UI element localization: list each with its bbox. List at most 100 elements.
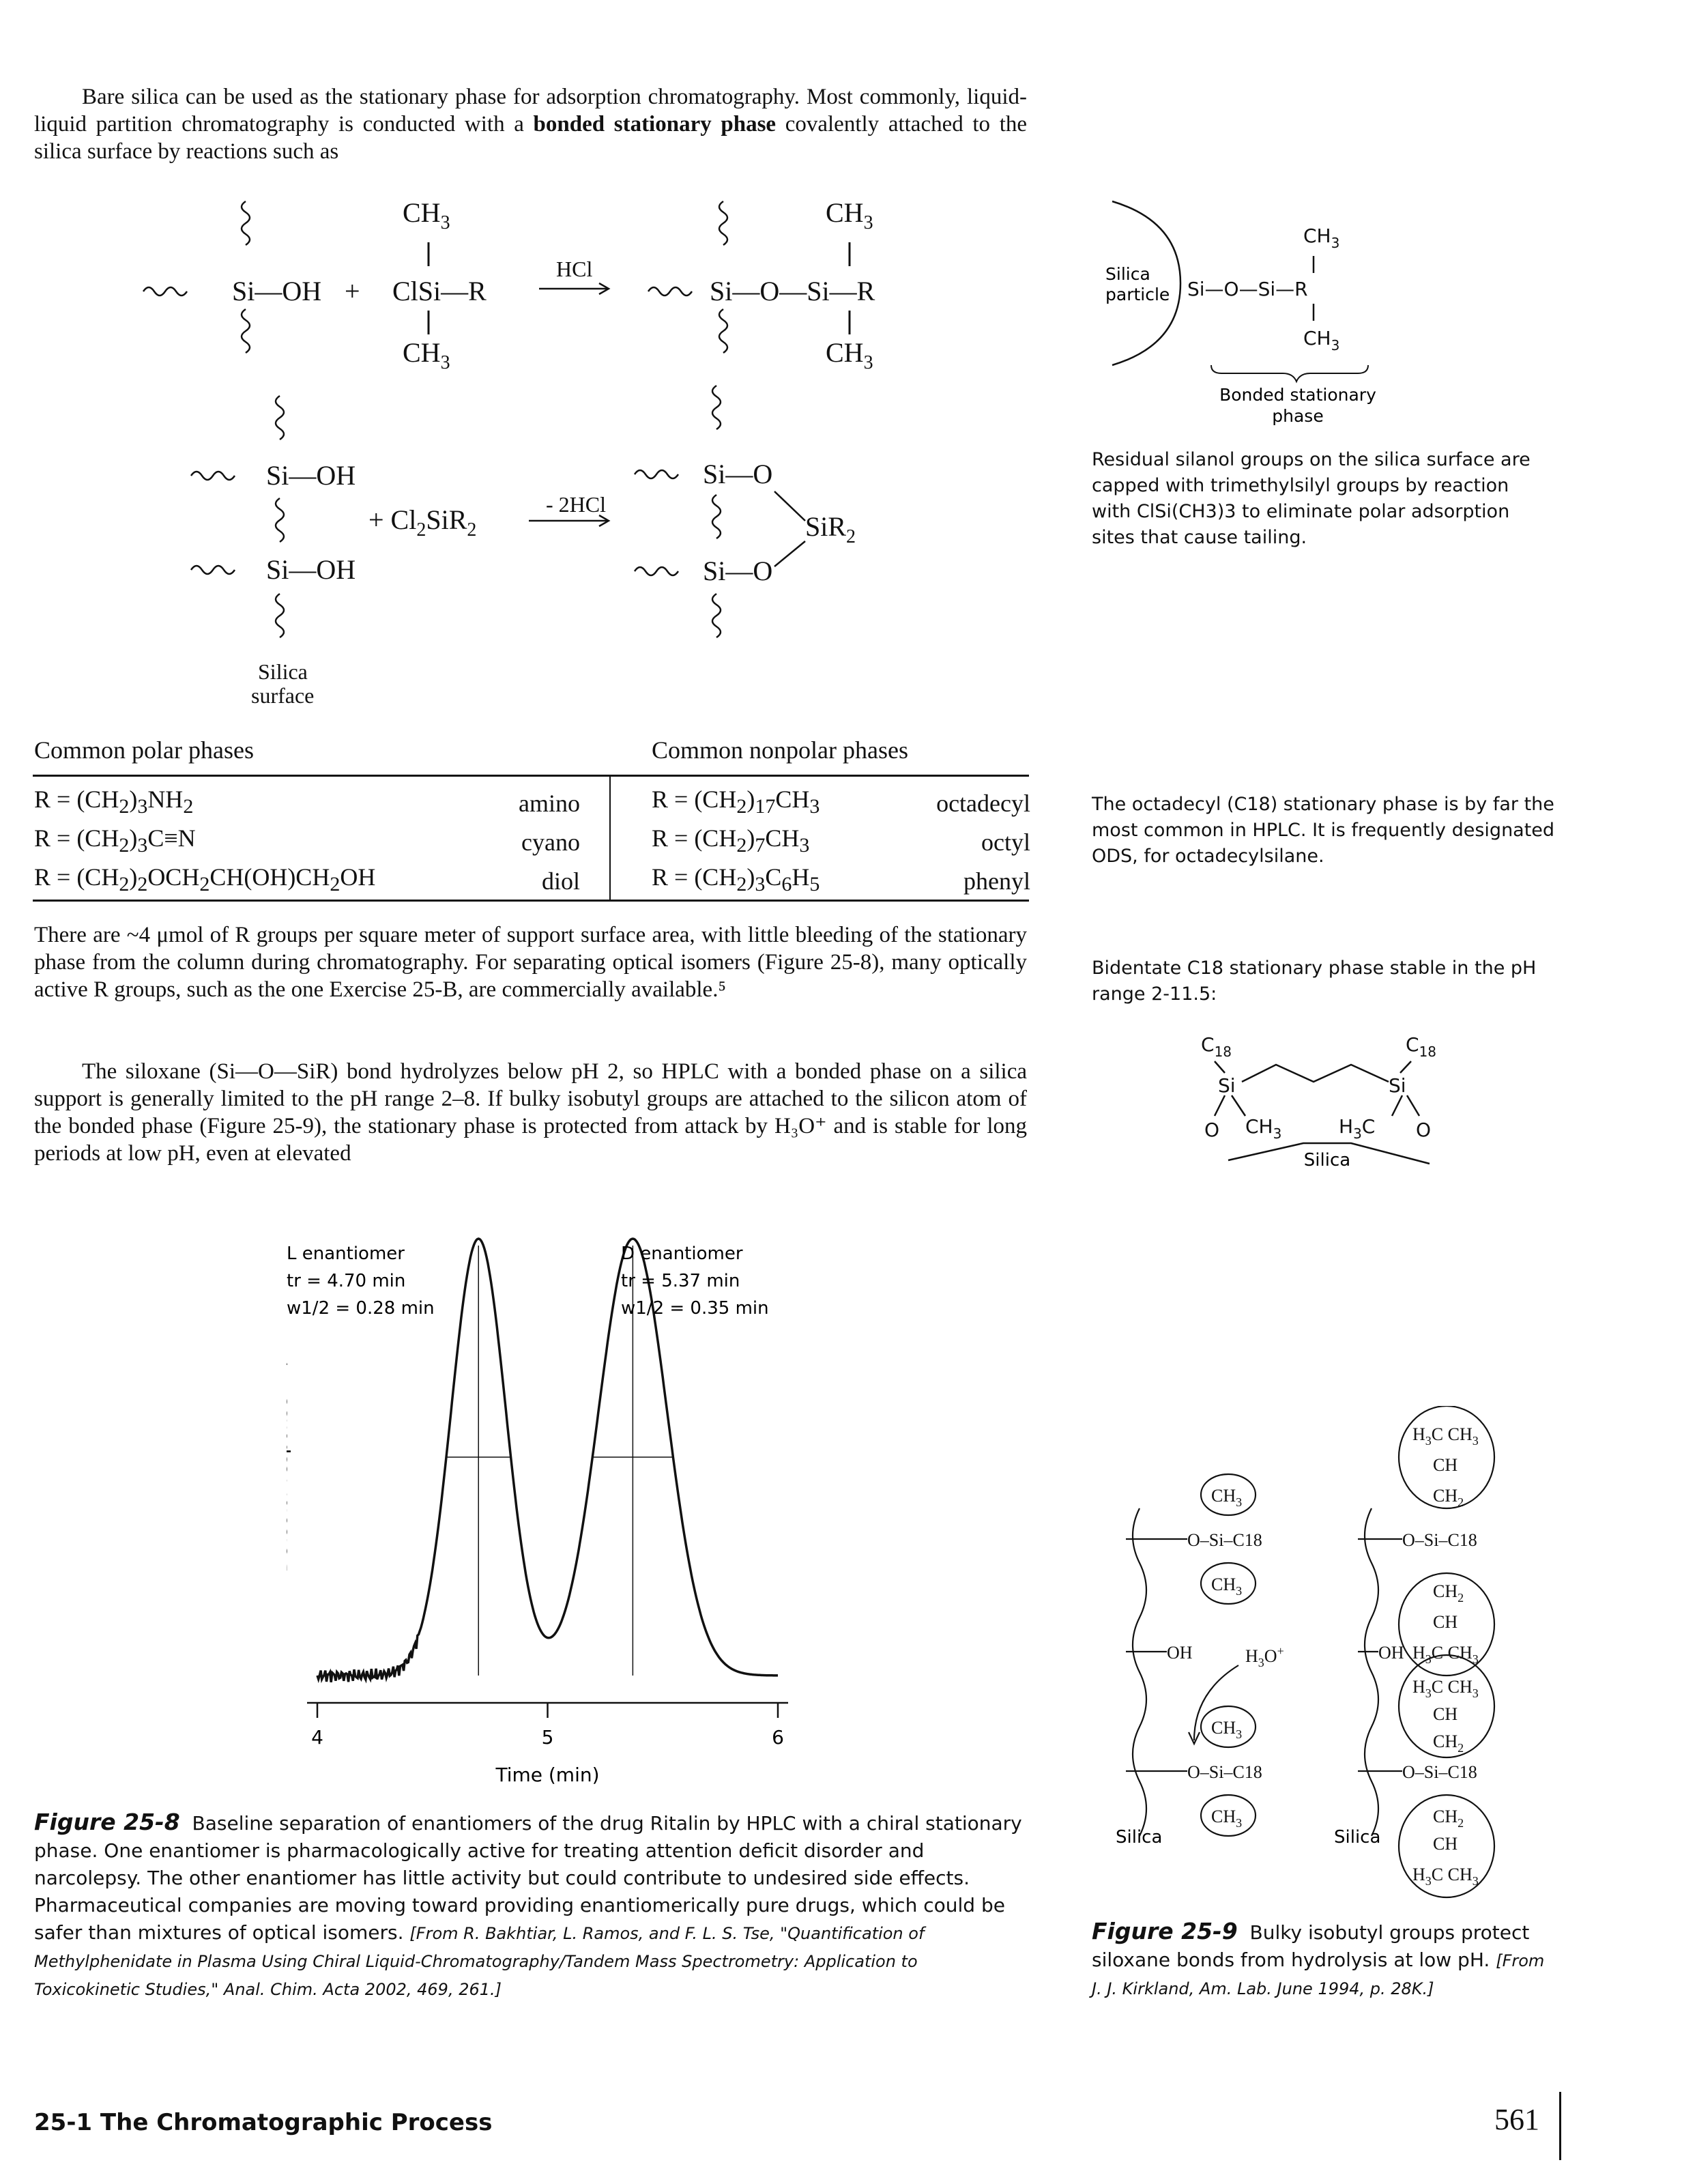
nonpolar-phase-name: octyl xyxy=(981,828,1030,856)
bidentate-note: Bidentate C18 stationary phase stable in… xyxy=(1092,958,1537,1005)
svg-text:Si—O: Si—O xyxy=(703,556,772,586)
table-divider xyxy=(609,777,611,900)
polar-phase-formula: R = (CH2)3NH2 xyxy=(34,786,194,818)
y-axis-title: Detector response xyxy=(287,1396,291,1572)
svg-text:CH3: CH3 xyxy=(1245,1115,1281,1142)
peak-label-name: D enantiomer xyxy=(621,1244,743,1264)
nonpolar-phase-row: R = (CH2)17CH3 octadecyl xyxy=(652,784,1030,822)
x-tick-label: 4 xyxy=(311,1726,323,1749)
svg-text:H3C CH3: H3C CH3 xyxy=(1412,1865,1479,1888)
peak-label-name: L enantiomer xyxy=(287,1244,405,1264)
hcl-label: HCl xyxy=(556,257,592,281)
svg-text:Si: Si xyxy=(1389,1074,1406,1097)
body-paragraph-1: There are ~4 μmol of R groups per square… xyxy=(34,923,1027,1002)
svg-text:H3C: H3C xyxy=(1339,1115,1375,1142)
polar-phase-formula: R = (CH2)3C≡N xyxy=(34,824,196,857)
svg-text:CH3: CH3 xyxy=(826,337,873,373)
svg-text:O–Si–C18: O–Si–C18 xyxy=(1187,1530,1262,1550)
svg-text:Si: Si xyxy=(1218,1074,1236,1097)
svg-text:CH2: CH2 xyxy=(1433,1732,1464,1755)
page-number: 561 xyxy=(1494,2103,1539,2136)
svg-text:H3C CH3: H3C CH3 xyxy=(1412,1677,1479,1700)
svg-text:Si—OH: Si—OH xyxy=(232,276,321,306)
silica-surface-label-1: Silica xyxy=(258,659,308,684)
figure-25-9-source: [From J. J. Kirkland, Am. Lab. June 1994… xyxy=(1092,1951,1545,1998)
svg-text:O–Si–C18: O–Si–C18 xyxy=(1187,1762,1262,1782)
nonpolar-phase-formula: R = (CH2)3C6H5 xyxy=(652,863,820,896)
svg-text:H3O+: H3O+ xyxy=(1245,1644,1284,1669)
svg-text:CH2: CH2 xyxy=(1433,1807,1464,1830)
svg-text:CH3: CH3 xyxy=(1303,225,1339,251)
peak-label-tr: tr = 4.70 min xyxy=(287,1271,405,1291)
bonded-phase-label-2: phase xyxy=(1272,406,1323,426)
svg-text:CH: CH xyxy=(1433,1612,1458,1632)
chromatogram-trace xyxy=(316,1237,778,1684)
polar-phase-name: amino xyxy=(519,789,580,817)
svg-text:Si—O: Si—O xyxy=(703,459,772,489)
svg-text:O: O xyxy=(1204,1119,1219,1141)
page-number-rule xyxy=(1559,2092,1561,2160)
silica-right-label: Silica xyxy=(1334,1827,1380,1848)
svg-text:CH3: CH3 xyxy=(826,197,873,233)
figure-25-8-caption: Figure 25-8 Baseline separation of enant… xyxy=(34,1809,1024,2003)
silica-surface-label-2: surface xyxy=(251,683,314,706)
polar-phase-row: R = (CH2)2OCH2CH(OH)CH2OH diol xyxy=(34,861,580,900)
svg-text:C18: C18 xyxy=(1406,1033,1436,1060)
figure-25-8-text: Baseline separation of enantiomers of th… xyxy=(34,1812,1022,1944)
table-bottom-rule xyxy=(33,900,1029,902)
svg-text:CH: CH xyxy=(1433,1455,1458,1475)
minus-2hcl-label: - 2HCl xyxy=(546,492,606,517)
svg-text:CH3: CH3 xyxy=(1211,1486,1242,1509)
svg-text:CH3: CH3 xyxy=(1211,1718,1242,1741)
bidentate-silica-label: Silica xyxy=(1304,1150,1350,1170)
silica-left-label: Silica xyxy=(1116,1827,1162,1848)
svg-text:OH: OH xyxy=(1167,1643,1193,1663)
svg-text:SiR2: SiR2 xyxy=(805,511,856,547)
svg-text:CH3: CH3 xyxy=(403,337,450,373)
svg-text:CH3: CH3 xyxy=(1303,327,1339,354)
svg-text:O: O xyxy=(1416,1119,1431,1141)
intro-paragraph: Bare silica can be used as the stationar… xyxy=(34,83,1027,165)
nonpolar-phases-table: R = (CH2)17CH3 octadecyl R = (CH2)7CH3 octy… xyxy=(652,784,1030,901)
peak-label-tr: tr = 5.37 min xyxy=(621,1271,740,1291)
footer-section: 25-1 The Chromatographic Process xyxy=(34,2109,493,2136)
bonded-phase-reactions: Si—OH + CH3 ClSi—R CH3 HCl Si—O—Si—R CH3… xyxy=(142,197,875,706)
isobutyl-protection-diagram: O–Si–C18 CH3 CH3 OH H3O+ O–Si–C18 CH3 CH… xyxy=(1116,1406,1496,1899)
octadecyl-note: The octadecyl (C18) stationary phase is … xyxy=(1092,794,1555,867)
svg-text:H3C CH3: H3C CH3 xyxy=(1412,1424,1479,1448)
nonpolar-phases-header: Common nonpolar phases xyxy=(652,736,908,764)
svg-text:C18: C18 xyxy=(1201,1033,1232,1060)
x-tick-label: 6 xyxy=(772,1726,784,1749)
svg-text:O–Si–C18: O–Si–C18 xyxy=(1402,1530,1477,1550)
svg-text:O–Si–C18: O–Si–C18 xyxy=(1402,1762,1477,1782)
svg-text:CH2: CH2 xyxy=(1433,1486,1464,1509)
peak-label-width: w1/2 = 0.35 min xyxy=(621,1298,769,1319)
svg-text:Si—OH: Si—OH xyxy=(266,554,356,585)
svg-text:Si—O—Si—R: Si—O—Si—R xyxy=(710,276,875,306)
svg-text:CH2: CH2 xyxy=(1433,1581,1464,1605)
nonpolar-phase-name: octadecyl xyxy=(936,789,1030,817)
polar-phase-row: R = (CH2)3NH2 amino xyxy=(34,784,580,822)
svg-text:ClSi—R: ClSi—R xyxy=(392,276,487,306)
svg-text:Si—OH: Si—OH xyxy=(266,460,356,491)
svg-text:CH: CH xyxy=(1433,1704,1458,1724)
polar-phases-header: Common polar phases xyxy=(34,736,254,764)
svg-text:CH3: CH3 xyxy=(1211,1575,1242,1598)
x-axis-title: Time (min) xyxy=(495,1764,599,1786)
figure-25-8-label: Figure 25-8 xyxy=(34,1809,180,1835)
figure-25-9-caption: Figure 25-9 Bulky isobutyl groups protec… xyxy=(1092,1918,1556,2002)
polar-phase-formula: R = (CH2)2OCH2CH(OH)CH2OH xyxy=(34,863,376,896)
intro-text-1: Bare silica can be used as the stationar… xyxy=(34,85,1027,136)
nonpolar-phase-name: phenyl xyxy=(963,867,1030,895)
nonpolar-phase-formula: R = (CH2)17CH3 xyxy=(652,786,820,818)
figure-25-8-source: [From R. Bakhtiar, L. Ramos, and F. L. S… xyxy=(34,1924,925,1999)
figure-25-9-text: Bulky isobutyl groups protect siloxane b… xyxy=(1092,1921,1530,1971)
svg-text:CH3: CH3 xyxy=(403,197,450,233)
nonpolar-phase-row: R = (CH2)7CH3 octyl xyxy=(652,822,1030,861)
polar-phase-name: diol xyxy=(541,867,580,895)
nonpolar-phase-formula: R = (CH2)7CH3 xyxy=(652,824,810,857)
silica-particle-2: particle xyxy=(1105,285,1170,304)
